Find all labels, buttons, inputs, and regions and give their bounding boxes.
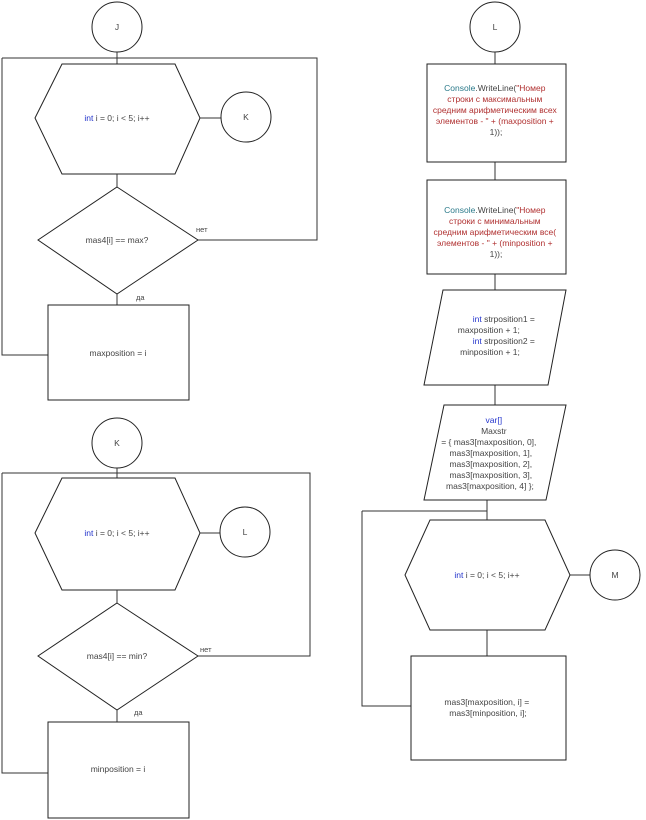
array-text: var[] Maxstr = { mas3[maxposition, 0], m… bbox=[441, 415, 539, 491]
loop-label: int i = 0; i < 5; i++ bbox=[84, 113, 149, 123]
connector-j-label: J bbox=[115, 22, 119, 32]
print-max-text: Console.WriteLine("Номер строки с максим… bbox=[433, 83, 559, 137]
assign-text: int strposition1 = maxposition + 1; int … bbox=[458, 314, 538, 357]
condition-label: mas4[i] == min? bbox=[87, 651, 148, 661]
print-max-box bbox=[426, 63, 567, 163]
condition-diamond bbox=[37, 186, 199, 295]
yes-label: да bbox=[134, 708, 143, 717]
yes-label: да bbox=[136, 293, 145, 302]
swap-box bbox=[410, 655, 567, 761]
connector-k bbox=[220, 91, 272, 143]
flow-min-position: K int i = 0; i < 5; i++ L mas4[i] == min… bbox=[1, 417, 311, 819]
connectors bbox=[361, 52, 590, 707]
connector-l-label: L bbox=[493, 22, 498, 32]
connector-l-label: L bbox=[243, 527, 248, 537]
loop-label: int i = 0; i < 5; i++ bbox=[84, 528, 149, 538]
flow-max-position: J int i = 0; i < 5; i++ K mas4[i] == max… bbox=[1, 1, 318, 401]
loop-lines bbox=[1, 52, 318, 356]
array-parallelogram bbox=[423, 404, 567, 501]
loop-hexagon bbox=[404, 519, 571, 631]
print-min-text: Console.WriteLine("Номер строки с минима… bbox=[434, 205, 559, 259]
action-box bbox=[47, 721, 190, 819]
no-label: нет bbox=[200, 645, 212, 654]
loop-label: int i = 0; i < 5; i++ bbox=[454, 570, 519, 580]
connectors bbox=[116, 532, 220, 722]
action-label: maxposition = i bbox=[90, 348, 147, 358]
condition-diamond bbox=[37, 602, 199, 711]
action-label: minposition = i bbox=[91, 764, 146, 774]
connector-k-label: K bbox=[243, 112, 249, 122]
action-box bbox=[47, 304, 190, 401]
swap-text: mas3[maxposition, i] = mas3[minposition,… bbox=[444, 697, 531, 718]
assign-parallelogram bbox=[423, 289, 567, 386]
connectors bbox=[116, 117, 221, 305]
loop-lines bbox=[1, 468, 311, 774]
connector-m-label: M bbox=[611, 570, 618, 580]
no-label: нет bbox=[196, 225, 208, 234]
print-min-box bbox=[426, 179, 567, 275]
flow-output: L Console.WriteLine("Номер строки с макс… bbox=[361, 1, 641, 761]
condition-label: mas4[i] == max? bbox=[86, 235, 149, 245]
connector-m bbox=[589, 549, 641, 601]
connector-k-label: K bbox=[114, 438, 120, 448]
connector-l bbox=[219, 506, 271, 558]
